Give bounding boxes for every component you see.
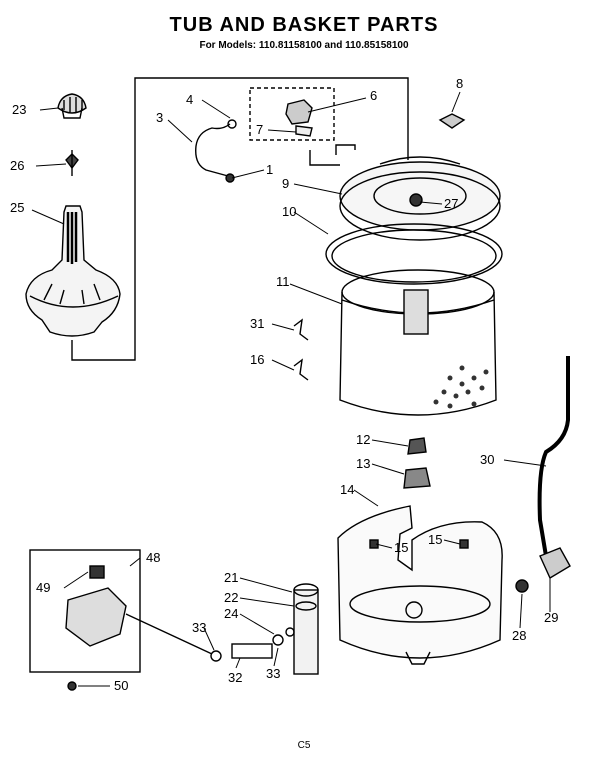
callout-25: 25 [10, 200, 24, 215]
tub-ring [325, 223, 503, 285]
callout-labels: 23 26 25 4 3 6 7 1 8 9 10 27 11 31 16 12 13 30 14 15 15 48 49 5… [10, 76, 558, 693]
callout-3: 3 [156, 110, 163, 125]
callout-8: 8 [456, 76, 463, 91]
callout-31: 31 [250, 316, 264, 331]
callout-13: 13 [356, 456, 370, 471]
wash-basket [339, 269, 497, 416]
tub-cover [339, 156, 501, 241]
callout-28: 28 [512, 628, 526, 643]
page-code: C5 [297, 740, 311, 751]
callout-50: 50 [114, 678, 128, 693]
callout-15: 15 [394, 540, 408, 555]
outer-tub [337, 505, 503, 665]
basket-clips [293, 318, 309, 381]
leader-lines [31, 91, 551, 687]
callout-11: 11 [276, 274, 290, 289]
small-gasket [438, 113, 466, 129]
drain-hose [515, 356, 571, 593]
callout-24: 24 [224, 606, 238, 621]
callout-7: 7 [256, 122, 263, 137]
agitator-nut [65, 150, 79, 176]
callout-48: 48 [146, 550, 160, 565]
agitator-cap [57, 93, 87, 119]
dispenser-assembly [195, 87, 335, 183]
callout-49: 49 [36, 580, 50, 595]
callout-10: 10 [282, 204, 296, 219]
callout-26: 26 [10, 158, 24, 173]
callout-6: 6 [370, 88, 377, 103]
pump-assembly [29, 549, 213, 691]
connector-lines [71, 77, 409, 361]
callout-22: 22 [224, 590, 238, 605]
hose-fittings [210, 583, 319, 675]
callout-30: 30 [480, 452, 494, 467]
callout-12: 12 [356, 432, 370, 447]
callout-16: 16 [250, 352, 264, 367]
callout-4: 4 [186, 92, 193, 107]
callout-15: 15 [428, 532, 442, 547]
callout-14: 14 [340, 482, 354, 497]
callout-29: 29 [544, 610, 558, 625]
diagram-subtitle: For Models: 110.81158100 and 110.8515810… [199, 40, 409, 51]
callout-27: 27 [444, 196, 458, 211]
callout-33: 33 [266, 666, 280, 681]
callout-1: 1 [266, 162, 273, 177]
callout-9: 9 [282, 176, 289, 191]
callout-32: 32 [228, 670, 242, 685]
agitator [25, 205, 121, 337]
diagram-title: TUB AND BASKET PARTS [169, 14, 439, 36]
callout-33: 33 [192, 620, 206, 635]
callout-23: 23 [12, 102, 26, 117]
callout-21: 21 [224, 570, 238, 585]
drive-bearing [403, 437, 431, 489]
